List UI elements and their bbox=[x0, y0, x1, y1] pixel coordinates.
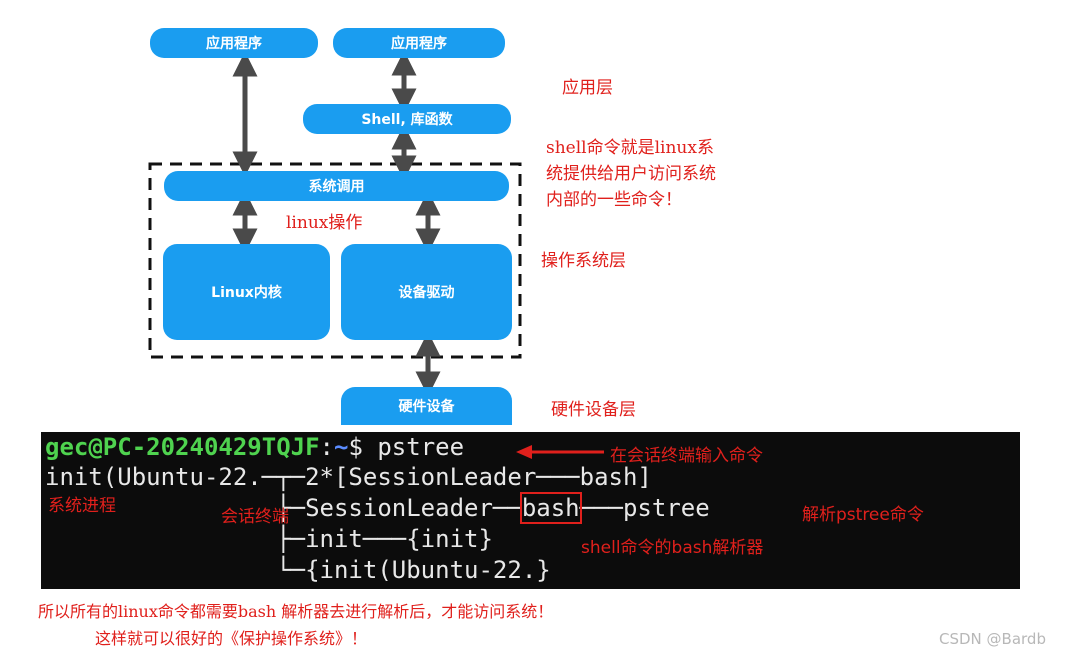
linux-operation-label: linux操作 bbox=[286, 213, 363, 233]
terminal-line-2: init(Ubuntu-22.─┬─2*[SessionLeader───bas… bbox=[45, 463, 652, 491]
parse-pstree-note: 解析pstree命令 bbox=[802, 505, 924, 525]
terminal-line-prompt: gec@PC-20240429TQJF:~$ pstree bbox=[45, 432, 464, 463]
csdn-watermark: CSDN @Bardb bbox=[939, 630, 1046, 648]
hardware-layer-label: 硬件设备层 bbox=[551, 400, 636, 420]
bash-parser-note: shell命令的bash解析器 bbox=[581, 538, 764, 558]
prompt-user: gec@PC-20240429TQJF bbox=[45, 433, 320, 461]
prompt-path: ~ bbox=[334, 433, 349, 461]
shell-lib-box: Shell, 库函数 bbox=[303, 104, 511, 134]
app-program-box-2: 应用程序 bbox=[333, 28, 505, 58]
line3-bash: bash bbox=[519, 492, 582, 524]
footer-line-2: 这样就可以很好的《保护操作系统》！ bbox=[95, 629, 368, 648]
terminal-command: pstree bbox=[377, 433, 465, 461]
prompt-separator: : bbox=[319, 433, 334, 461]
terminal-line-3: ├─SessionLeader──bash───pstree bbox=[45, 492, 710, 524]
prompt-dollar: $ bbox=[348, 433, 378, 461]
linux-kernel-box: Linux内核 bbox=[163, 244, 330, 340]
syscall-box: 系统调用 bbox=[164, 171, 509, 201]
hardware-device-box: 硬件设备 bbox=[341, 387, 512, 425]
shell-note-line-1: shell命令就是linux系 bbox=[546, 138, 714, 158]
session-terminal-note: 会话终端 bbox=[221, 507, 289, 527]
input-command-note: 在会话终端输入命令 bbox=[610, 446, 763, 466]
system-process-note: 系统进程 bbox=[48, 496, 116, 516]
app-layer-label: 应用层 bbox=[562, 78, 613, 98]
diagram-lines bbox=[148, 50, 522, 397]
app-program-box-1: 应用程序 bbox=[150, 28, 318, 58]
shell-note-line-3: 内部的一些命令！ bbox=[546, 190, 682, 210]
os-layer-label: 操作系统层 bbox=[541, 251, 626, 271]
input-arrow bbox=[516, 445, 604, 459]
line3-prefix: ├─SessionLeader── bbox=[45, 494, 522, 522]
line3-suffix: ───pstree bbox=[579, 494, 710, 522]
terminal-line-4: ├─init───{init} bbox=[45, 525, 493, 553]
device-driver-box: 设备驱动 bbox=[341, 244, 512, 340]
footer-line-1: 所以所有的linux命令都需要bash 解析器去进行解析后，才能访问系统！ bbox=[38, 602, 554, 621]
terminal-line-5: └─{init(Ubuntu-22.} bbox=[45, 556, 551, 584]
os-dashed-frame bbox=[148, 162, 522, 359]
shell-note-line-2: 统提供给用户访问系统 bbox=[546, 164, 716, 184]
